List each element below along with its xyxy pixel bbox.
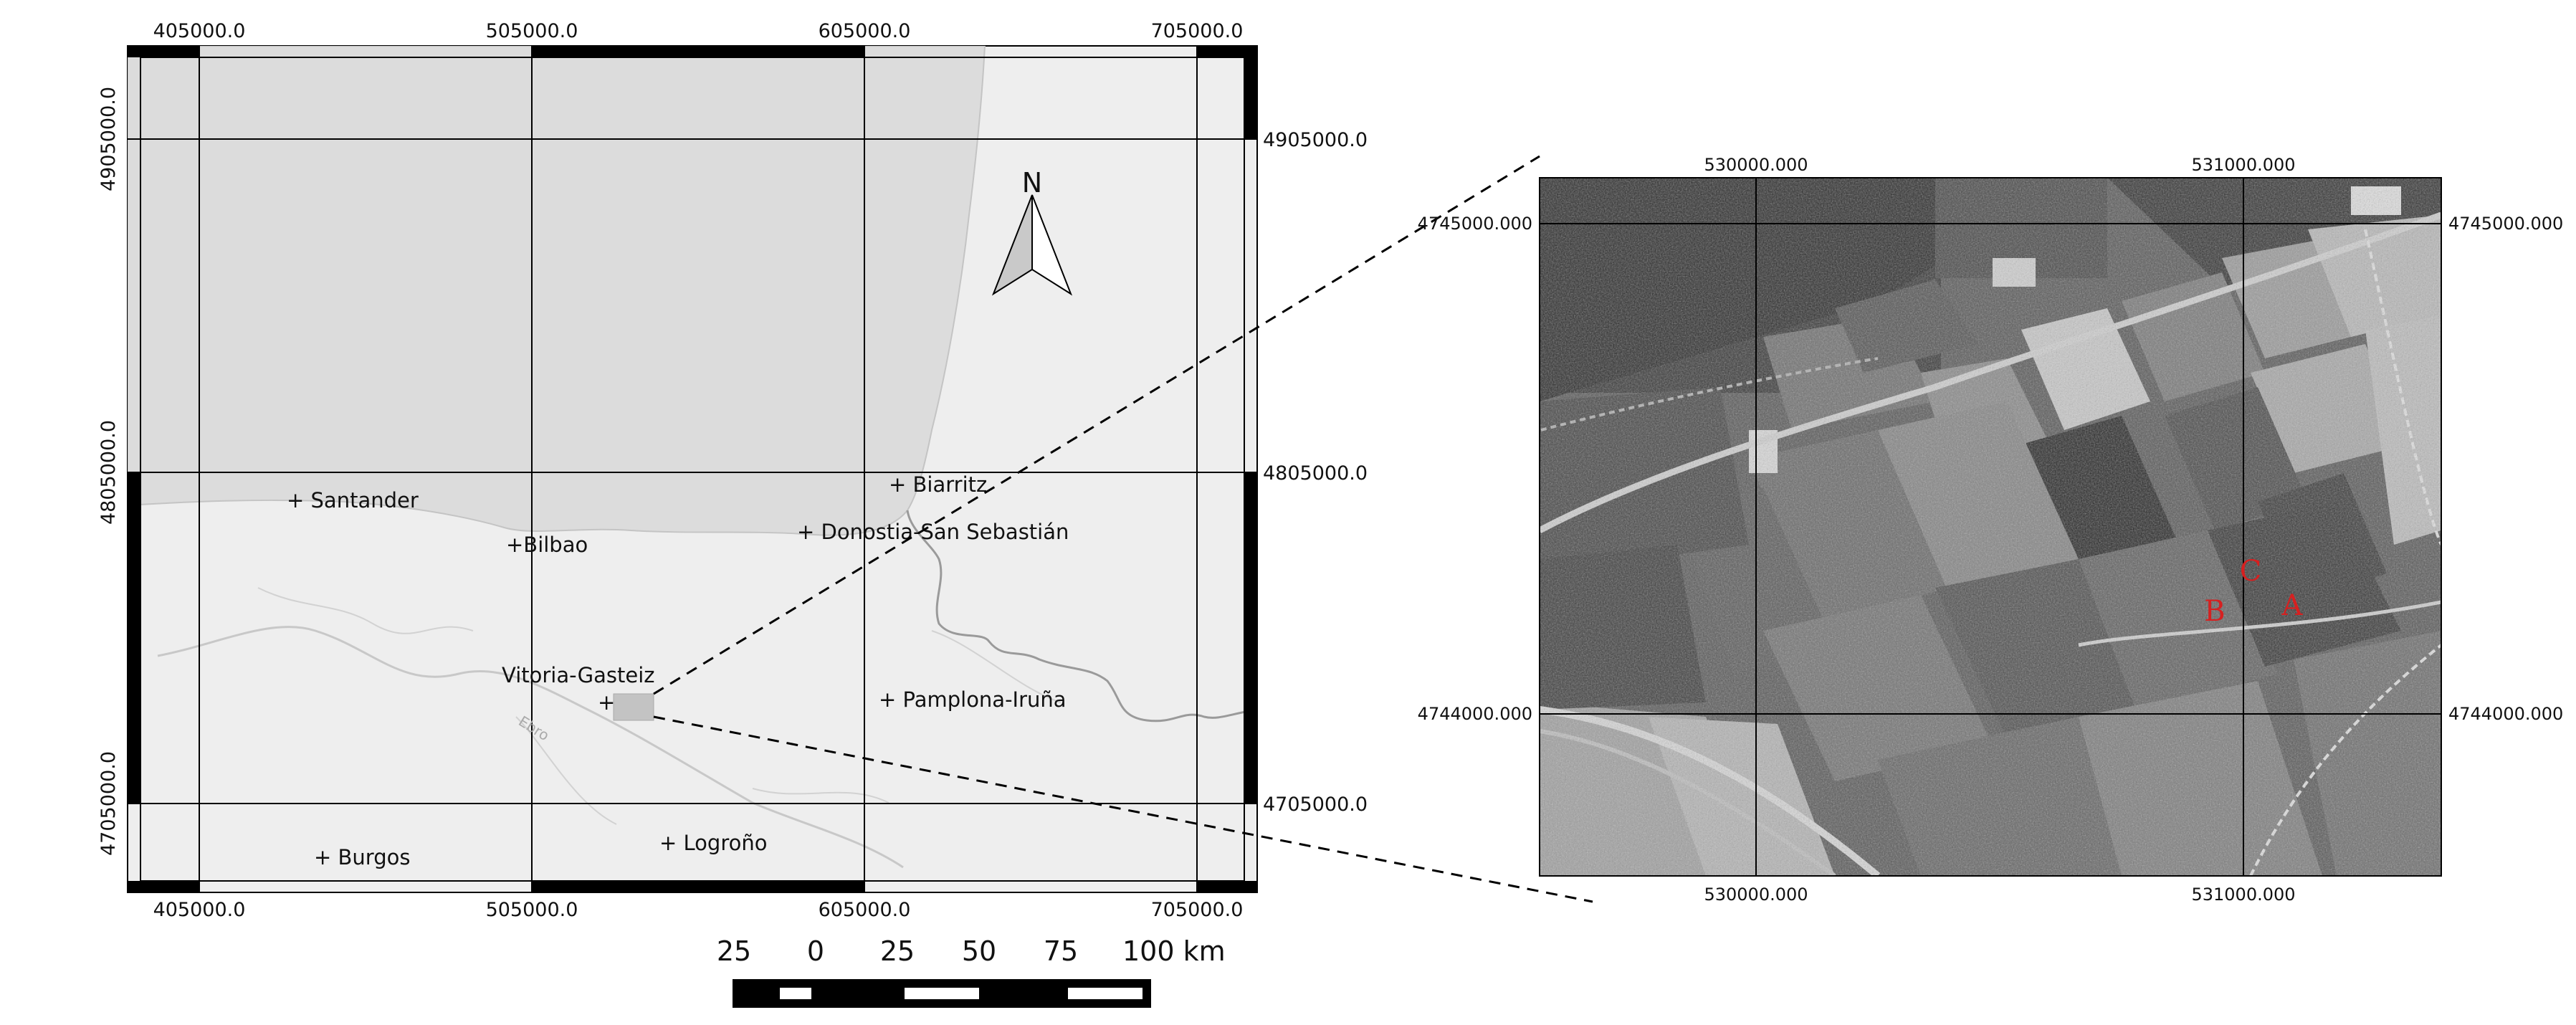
city-pamplona: + Pamplona-Iruña bbox=[879, 687, 1067, 712]
left-coord: 4805000.0 bbox=[97, 420, 120, 525]
top-coord: 405000.0 bbox=[153, 20, 246, 42]
aerial-bottom-coord: 531000.000 bbox=[2191, 885, 2295, 905]
top-coord: 605000.0 bbox=[819, 20, 911, 42]
bottom-coord: 605000.0 bbox=[819, 899, 911, 921]
scale-label: 25 bbox=[880, 935, 915, 967]
aerial-top-coord: 530000.000 bbox=[1704, 155, 1808, 175]
aerial-left-coord: 4745000.000 bbox=[1418, 214, 1532, 234]
scale-label: 100 km bbox=[1122, 935, 1226, 967]
aerial-top-coord: 531000.000 bbox=[2191, 155, 2295, 175]
aerial-right-coord: 4744000.000 bbox=[2448, 704, 2563, 724]
left-coord: 4705000.0 bbox=[97, 751, 120, 856]
aerial-grid bbox=[1540, 178, 2441, 876]
right-coord: 4805000.0 bbox=[1263, 462, 1368, 485]
aerial-bottom-coord: 530000.000 bbox=[1704, 885, 1808, 905]
marker-b: B bbox=[2204, 595, 2225, 628]
zoom-connector-lines bbox=[653, 155, 1593, 903]
city-burgos: + Burgos bbox=[314, 845, 410, 869]
marker-c: C bbox=[2240, 555, 2262, 588]
city-vitoria-marker: + bbox=[598, 690, 615, 715]
right-coord: 4905000.0 bbox=[1263, 129, 1368, 151]
scale-label: 75 bbox=[1044, 935, 1078, 967]
aerial-coordinates: 530000.000 531000.000 530000.000 531000.… bbox=[1418, 155, 2564, 905]
aerial-right-coord: 4745000.000 bbox=[2448, 214, 2563, 234]
bottom-coord: 405000.0 bbox=[153, 899, 246, 921]
aerial-left-coord: 4744000.000 bbox=[1418, 704, 1532, 724]
scale-label: 50 bbox=[962, 935, 996, 967]
sea-area bbox=[128, 46, 986, 536]
left-coord: 4905000.0 bbox=[97, 87, 120, 191]
border-river bbox=[906, 510, 1257, 723]
overview-map: N 405000.0 505000.0 605000.0 705000.0 40… bbox=[97, 20, 1368, 921]
right-coord: 4705000.0 bbox=[1263, 793, 1368, 816]
scale-label: 0 bbox=[807, 935, 824, 967]
aerial-inset: 530000.000 531000.000 530000.000 531000.… bbox=[1418, 155, 2564, 905]
city-bilbao: +Bilbao bbox=[506, 533, 588, 557]
north-label: N bbox=[1022, 167, 1042, 199]
north-arrow-icon: N bbox=[991, 167, 1073, 296]
study-area-box bbox=[613, 693, 654, 721]
top-coord: 705000.0 bbox=[1151, 20, 1244, 42]
bottom-coord: 705000.0 bbox=[1151, 899, 1244, 921]
city-santander: + Santander bbox=[287, 488, 419, 512]
plot-markers: C B A bbox=[2204, 555, 2303, 628]
city-donostia: + Donostia-San Sebastián bbox=[797, 520, 1069, 544]
map-coordinates: 405000.0 505000.0 605000.0 705000.0 4050… bbox=[97, 20, 1368, 921]
city-labels: + Santander +Bilbao + Biarritz + Donosti… bbox=[287, 472, 1069, 869]
city-biarritz: + Biarritz bbox=[889, 472, 987, 497]
scale-label: 25 bbox=[717, 935, 751, 967]
city-vitoria: Vitoria-Gasteiz bbox=[502, 663, 655, 687]
scale-bar: 25 0 25 50 75 100 km bbox=[717, 935, 1226, 1008]
top-coord: 505000.0 bbox=[486, 20, 578, 42]
frame-bars bbox=[128, 46, 1257, 892]
river-lines bbox=[157, 626, 904, 869]
map-grid bbox=[128, 46, 1257, 892]
city-logrono: + Logroño bbox=[659, 831, 767, 855]
bottom-coord: 505000.0 bbox=[486, 899, 578, 921]
marker-a: A bbox=[2281, 589, 2304, 622]
